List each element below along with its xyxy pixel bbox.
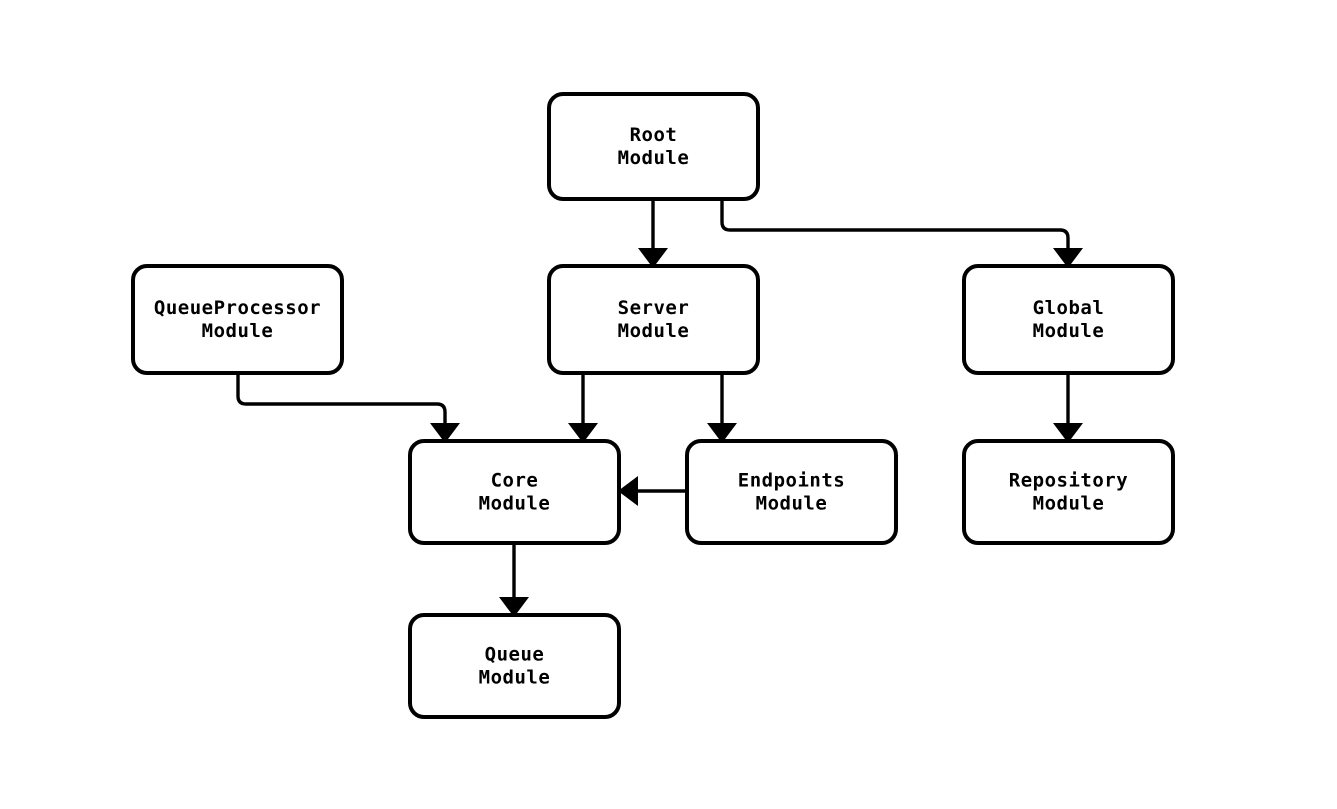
node-core-module[interactable]: Core Module bbox=[408, 439, 621, 545]
node-server-module-label-line1: Server bbox=[618, 297, 690, 319]
node-root-module-label-line2: Module bbox=[618, 147, 690, 169]
edge-queueprocessor-to-core bbox=[236, 373, 447, 423]
node-endpoints-module-box[interactable] bbox=[685, 439, 898, 545]
node-server-module[interactable]: Server Module bbox=[547, 264, 760, 375]
node-global-module-box[interactable] bbox=[962, 264, 1175, 375]
node-queue-module-box[interactable] bbox=[408, 613, 621, 719]
arrowhead-endpoints-to-core bbox=[618, 476, 638, 506]
node-root-module-box[interactable] bbox=[547, 92, 760, 201]
edges-layer bbox=[236, 199, 1070, 597]
node-endpoints-module-label-line2: Module bbox=[756, 493, 828, 515]
arrowheads-layer bbox=[430, 248, 1083, 617]
node-queue-module-label-line2: Module bbox=[479, 667, 551, 689]
arrowhead-global-to-repository bbox=[1053, 423, 1083, 443]
node-queueprocessor-module-label-line2: Module bbox=[202, 320, 274, 342]
arrowhead-root-to-global bbox=[1053, 248, 1083, 268]
node-queueprocessor-module[interactable]: QueueProcessor Module bbox=[131, 264, 344, 375]
node-server-module-label-line2: Module bbox=[618, 320, 690, 342]
nodes-layer: Root Module QueueProcessor Module Server… bbox=[131, 92, 1175, 719]
node-repository-module-label-line1: Repository bbox=[1009, 470, 1128, 492]
node-queue-module-label-line1: Queue bbox=[485, 644, 545, 666]
node-root-module[interactable]: Root Module bbox=[547, 92, 760, 201]
node-queueprocessor-module-label-line1: QueueProcessor bbox=[154, 297, 321, 319]
arrowhead-core-to-queue bbox=[499, 597, 529, 617]
node-repository-module-label-line2: Module bbox=[1033, 493, 1105, 515]
node-core-module-label-line2: Module bbox=[479, 493, 551, 515]
node-endpoints-module-label-line1: Endpoints bbox=[738, 470, 845, 492]
arrowhead-server-to-core bbox=[568, 423, 598, 443]
node-root-module-label-line1: Root bbox=[630, 124, 678, 146]
node-global-module-label-line2: Module bbox=[1033, 320, 1105, 342]
node-global-module-label-line1: Global bbox=[1033, 297, 1105, 319]
node-global-module[interactable]: Global Module bbox=[962, 264, 1175, 375]
node-core-module-label-line1: Core bbox=[491, 470, 539, 492]
arrowhead-queueprocessor-to-core bbox=[430, 423, 460, 443]
node-queue-module[interactable]: Queue Module bbox=[408, 613, 621, 719]
node-server-module-box[interactable] bbox=[547, 264, 760, 375]
edge-root-to-global bbox=[720, 199, 1070, 248]
node-endpoints-module[interactable]: Endpoints Module bbox=[685, 439, 898, 545]
arrowhead-root-to-server bbox=[638, 248, 668, 268]
node-core-module-box[interactable] bbox=[408, 439, 621, 545]
arrowhead-server-to-endpoints bbox=[707, 423, 737, 443]
node-repository-module-box[interactable] bbox=[962, 439, 1175, 545]
node-repository-module[interactable]: Repository Module bbox=[962, 439, 1175, 545]
node-queueprocessor-module-box[interactable] bbox=[131, 264, 344, 375]
